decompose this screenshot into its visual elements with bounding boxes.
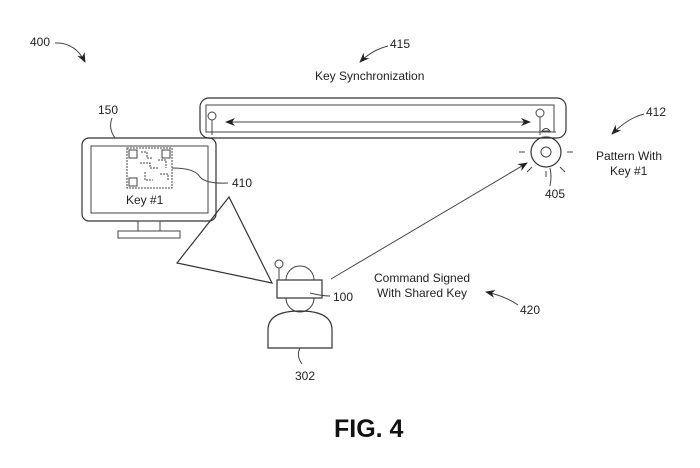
command-line2: With Shared Key bbox=[377, 286, 467, 300]
display-key-label: Key #1 bbox=[126, 193, 164, 207]
qr-code-icon bbox=[126, 147, 173, 189]
ref-100: 100 bbox=[333, 290, 353, 304]
light-bulb bbox=[519, 136, 573, 177]
ref-415: 415 bbox=[390, 37, 410, 51]
gear-icon bbox=[540, 146, 552, 158]
field-of-view bbox=[175, 195, 274, 284]
ref-410: 410 bbox=[232, 176, 252, 190]
ref-410-leader bbox=[171, 167, 229, 184]
ref-400-leader bbox=[54, 42, 86, 63]
ref-420-leader bbox=[485, 289, 519, 306]
user-head bbox=[267, 310, 333, 349]
ref-415-leader bbox=[359, 45, 389, 63]
ref-405: 405 bbox=[545, 187, 565, 201]
ref-150-leader bbox=[110, 117, 116, 139]
command-line1: Command Signed bbox=[374, 271, 470, 285]
ref-400: 400 bbox=[30, 35, 50, 49]
light-strip bbox=[199, 97, 567, 139]
bulb-left-icon bbox=[207, 111, 217, 121]
ref-412-leader bbox=[611, 113, 645, 135]
ref-405-leader bbox=[549, 167, 552, 187]
ref-150: 150 bbox=[98, 103, 118, 117]
ref-302-leader bbox=[297, 347, 303, 365]
pattern-line1: Pattern With bbox=[596, 149, 662, 163]
ref-302: 302 bbox=[295, 369, 315, 383]
monitor bbox=[81, 137, 217, 239]
ref-412: 412 bbox=[646, 105, 666, 119]
headset-device bbox=[274, 259, 323, 313]
ref-100-leader bbox=[309, 292, 331, 297]
ref-420: 420 bbox=[520, 303, 540, 317]
key-sync-label: Key Synchronization bbox=[315, 69, 424, 83]
command-arrow bbox=[330, 162, 528, 280]
figure-caption: FIG. 4 bbox=[334, 415, 404, 443]
pattern-line2: Key #1 bbox=[610, 164, 648, 178]
bulb-right-icon bbox=[535, 108, 545, 118]
